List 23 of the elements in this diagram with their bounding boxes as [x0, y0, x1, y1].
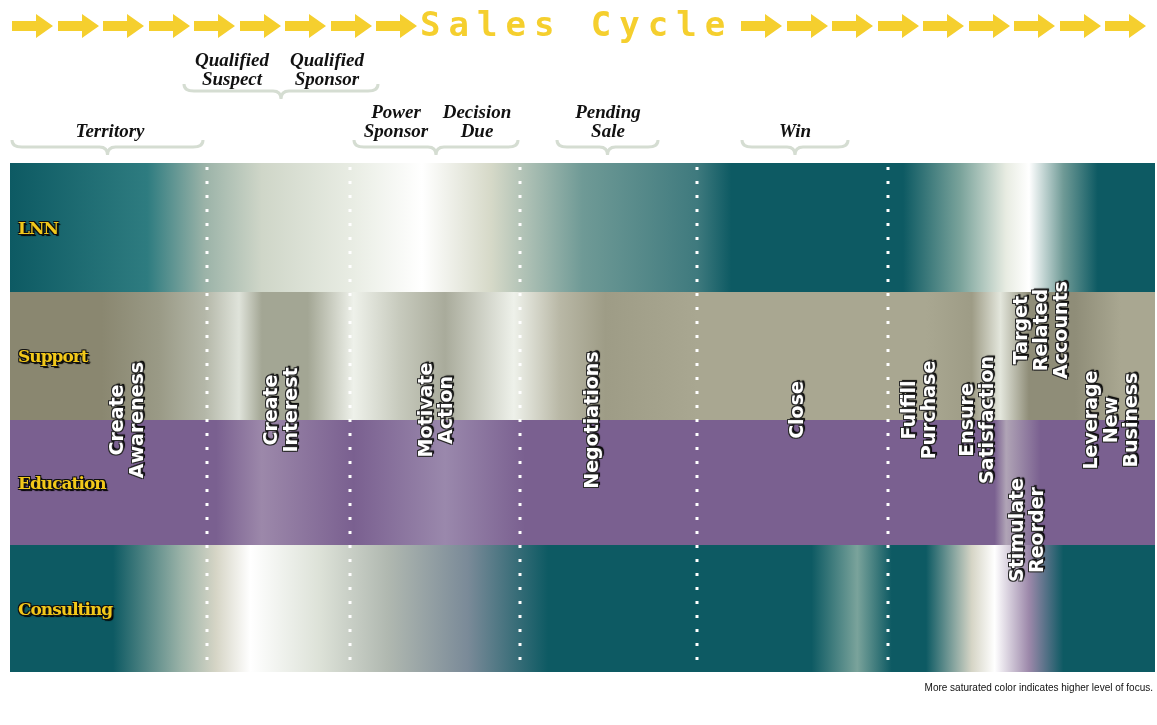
- stage-label: Negotiations: [581, 350, 601, 491]
- row-label: Education: [18, 472, 106, 493]
- stage-label: Motivate Action: [415, 361, 455, 460]
- stage-label: Close: [786, 380, 806, 441]
- milestone-label: Qualified Sponsor: [289, 50, 365, 88]
- milestone-label: Win: [777, 121, 812, 140]
- stage-label: Stimulate Reorder: [1006, 477, 1046, 584]
- milestone-label: Territory: [74, 121, 146, 140]
- row-label: Support: [18, 346, 88, 366]
- stage-label: Create Awareness: [106, 360, 146, 479]
- stage-label: Create Interest: [260, 366, 300, 455]
- stage-label: Fulfill Purchase: [898, 359, 938, 462]
- milestone-label: Pending Sale: [574, 102, 642, 140]
- stage-label: Leverage New Business: [1080, 369, 1140, 472]
- footnote: More saturated color indicates higher level of focus.: [924, 682, 1153, 693]
- milestone-label: Qualified Suspect: [194, 50, 270, 88]
- stage-label: Ensure Satisfaction: [956, 355, 996, 486]
- stage-label: Target Related Accounts: [1010, 280, 1070, 381]
- row-label: Consulting: [18, 598, 113, 619]
- title: Sales Cycle: [420, 4, 734, 44]
- milestone-label: Power Sponsor: [362, 102, 430, 140]
- milestone-label: Decision Due: [441, 102, 513, 140]
- row-label: LNN: [18, 217, 59, 238]
